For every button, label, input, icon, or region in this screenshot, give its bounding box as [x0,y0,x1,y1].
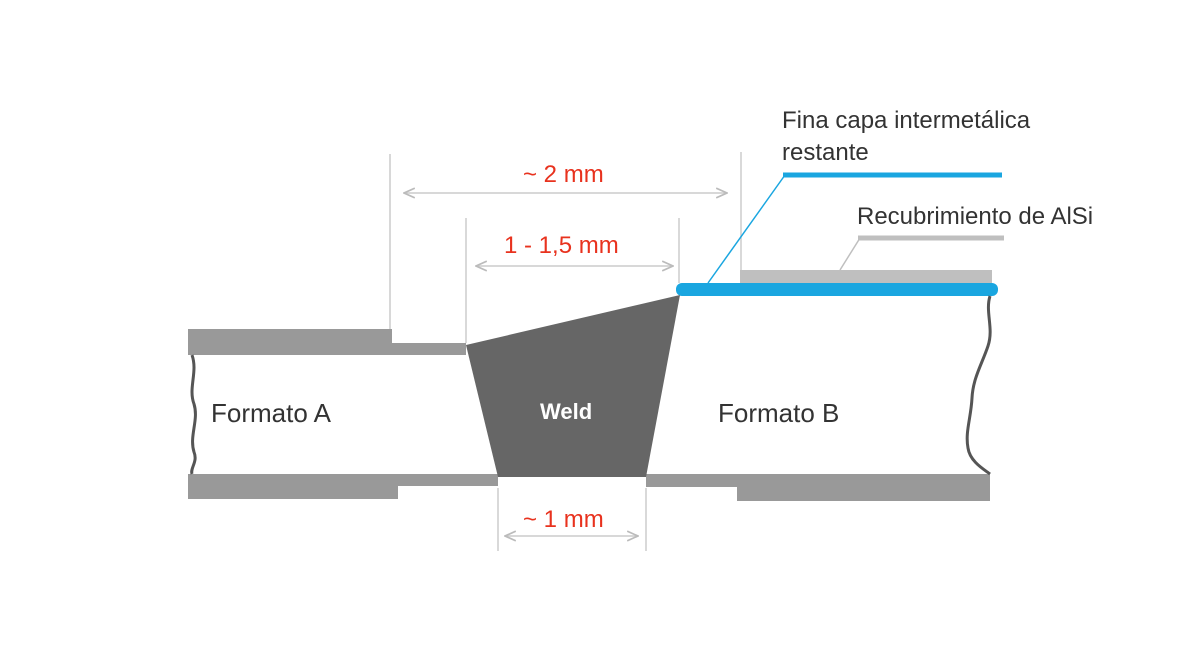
dimension-root-label: ~ 1 mm [523,506,604,533]
coating-leader [839,237,861,271]
format-a-sheet [188,329,498,499]
format-a-top-coating [188,329,466,355]
dimension-overall-label: ~ 2 mm [523,161,604,188]
coating-callout: Recubrimiento de AlSi [857,203,1093,230]
intermetallic-callout-line1: Fina capa intermetálica [782,107,1031,134]
format-b-sheet [646,270,998,501]
format-b-bottom-coating [646,474,990,501]
format-b-break-line [965,295,992,476]
dimension-guides [389,152,742,551]
weld-label: Weld [540,399,592,424]
callout-leaders [707,172,1004,284]
format-b-label: Formato B [718,398,839,428]
intermetallic-layer [676,283,998,296]
intermetallic-callout-line2: restante [782,139,869,166]
format-a-break-line [190,354,197,475]
format-a-bottom-coating [188,474,498,499]
alsi-coating-layer [740,270,992,284]
weld-zone [466,295,680,477]
intermetallic-leader [707,174,786,284]
dimension-top-label: 1 - 1,5 mm [504,232,619,259]
format-a-label: Formato A [211,398,332,428]
